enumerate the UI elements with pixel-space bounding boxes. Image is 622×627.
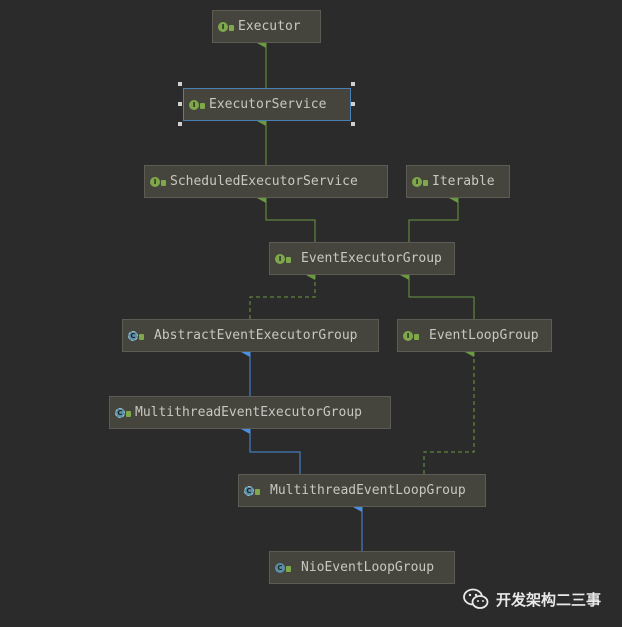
class-icon: C <box>275 562 285 573</box>
public-icon <box>126 411 131 417</box>
edge-event-executor-group-to-scheduled-executor-service <box>257 193 316 242</box>
node-label: NioEventLoopGroup <box>301 560 435 575</box>
wechat-icon <box>463 588 489 609</box>
selection-handle[interactable] <box>351 102 355 106</box>
node-label: EventExecutorGroup <box>301 251 442 266</box>
abstract-class-icon: C <box>115 407 125 418</box>
watermark-text: 开发架构二三事 <box>496 590 602 609</box>
node-abstract-event-executor-group[interactable]: C AbstractEventExecutorGroup <box>122 319 379 352</box>
node-nio-event-loop-group[interactable]: C NioEventLoopGroup <box>269 551 455 584</box>
public-icon <box>286 257 291 263</box>
edge-multithread-event-loop-group-to-multithread-event-executor-group <box>241 424 301 474</box>
node-label: AbstractEventExecutorGroup <box>154 328 358 343</box>
node-label: MultithreadEventExecutorGroup <box>135 405 362 420</box>
interface-icon: I <box>403 330 413 341</box>
interface-icon: I <box>150 176 160 187</box>
node-scheduled-executor-service[interactable]: I ScheduledExecutorService <box>144 165 388 198</box>
interface-icon: I <box>189 99 199 110</box>
interface-icon: I <box>275 253 285 264</box>
node-iterable[interactable]: I Iterable <box>406 165 510 198</box>
public-icon <box>139 334 144 340</box>
node-event-executor-group[interactable]: I EventExecutorGroup <box>269 242 455 275</box>
public-icon <box>286 566 291 572</box>
edge-multithread-event-loop-group-to-event-loop-group <box>423 347 475 474</box>
selection-handle[interactable] <box>178 122 182 126</box>
node-label: MultithreadEventLoopGroup <box>270 483 466 498</box>
selection-handle[interactable] <box>351 122 355 126</box>
node-executor[interactable]: I Executor <box>212 10 321 43</box>
edge-event-executor-group-to-iterable <box>408 193 459 242</box>
public-icon <box>423 180 428 186</box>
node-executor-service[interactable]: I ExecutorService <box>183 88 351 121</box>
abstract-class-icon: C <box>128 330 138 341</box>
public-icon <box>161 180 166 186</box>
node-label: EventLoopGroup <box>429 328 539 343</box>
selection-handle[interactable] <box>351 82 355 86</box>
node-event-loop-group[interactable]: I EventLoopGroup <box>397 319 552 352</box>
public-icon <box>200 103 205 109</box>
node-multithread-event-executor-group[interactable]: C MultithreadEventExecutorGroup <box>109 396 391 429</box>
abstract-class-icon: C <box>244 485 254 496</box>
node-label: Executor <box>238 19 301 34</box>
node-label: ScheduledExecutorService <box>170 174 358 189</box>
public-icon <box>229 25 234 31</box>
watermark: 开发架构二三事 <box>462 588 601 610</box>
edge-event-loop-group-to-event-executor-group <box>400 270 475 319</box>
selection-handle[interactable] <box>178 102 182 106</box>
public-icon <box>414 334 419 340</box>
node-label: Iterable <box>432 174 495 189</box>
selection-handle[interactable] <box>178 82 182 86</box>
node-multithread-event-loop-group[interactable]: C MultithreadEventLoopGroup <box>238 474 486 507</box>
interface-icon: I <box>412 176 422 187</box>
node-label: ExecutorService <box>209 97 327 112</box>
public-icon <box>255 489 260 495</box>
interface-icon: I <box>218 21 228 32</box>
edge-abstract-event-executor-group-to-event-executor-group <box>249 270 316 319</box>
